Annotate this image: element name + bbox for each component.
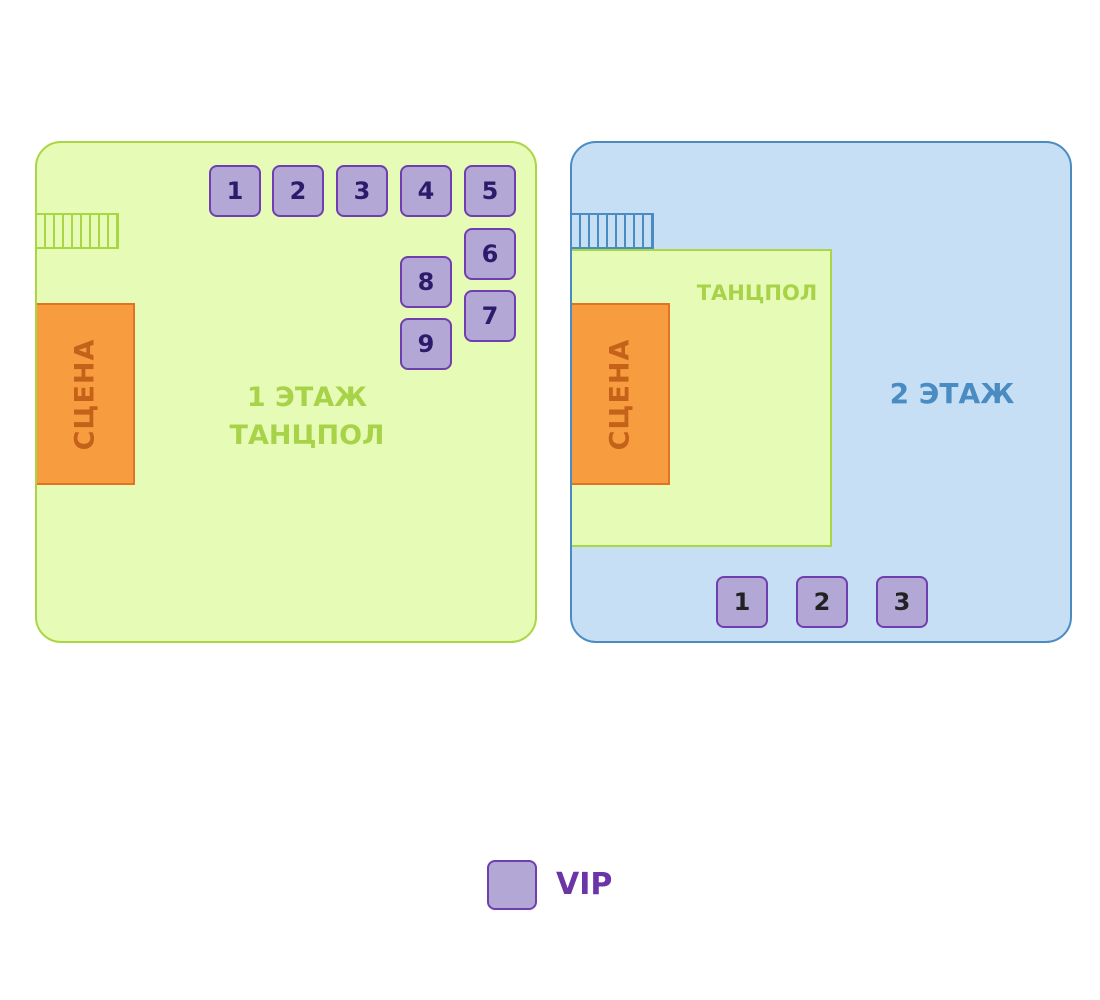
vip-table-3[interactable]: 3 <box>336 165 388 217</box>
floor-2-plan: СЦЕНА ТАНЦПОЛ 2 ЭТАЖ 1 2 3 <box>570 141 1072 643</box>
vip-legend-label: VIP <box>556 867 613 902</box>
floor-2-title: 2 ЭТАЖ <box>889 377 1015 410</box>
vip-table-8[interactable]: 8 <box>400 256 452 308</box>
vip-table-2[interactable]: 2 <box>272 165 324 217</box>
vip-table-1[interactable]: 1 <box>209 165 261 217</box>
stage-floor-2: СЦЕНА <box>572 303 670 485</box>
vip-table-3[interactable]: 3 <box>876 576 928 628</box>
vip-table-2[interactable]: 2 <box>796 576 848 628</box>
vip-table-7[interactable]: 7 <box>464 290 516 342</box>
vip-table-4[interactable]: 4 <box>400 165 452 217</box>
floor-1-title-line1: 1 ЭТАЖ <box>246 382 368 413</box>
vip-table-1[interactable]: 1 <box>716 576 768 628</box>
stairs-icon <box>572 213 654 249</box>
vip-table-9[interactable]: 9 <box>400 318 452 370</box>
vip-legend-swatch <box>487 860 537 910</box>
floor-1-plan: СЦЕНА 1 ЭТАЖ ТАНЦПОЛ 1 2 3 4 5 6 7 8 9 <box>35 141 537 643</box>
dancefloor-label: ТАНЦПОЛ <box>696 281 818 305</box>
stairs-icon <box>37 213 119 249</box>
stage-label: СЦЕНА <box>69 338 101 450</box>
floor-1-title: 1 ЭТАЖ ТАНЦПОЛ <box>187 379 427 455</box>
floor-1-title-line2: ТАНЦПОЛ <box>229 420 385 451</box>
vip-table-6[interactable]: 6 <box>464 228 516 280</box>
stage-label: СЦЕНА <box>604 338 636 450</box>
vip-table-5[interactable]: 5 <box>464 165 516 217</box>
stage-floor-1: СЦЕНА <box>37 303 135 485</box>
